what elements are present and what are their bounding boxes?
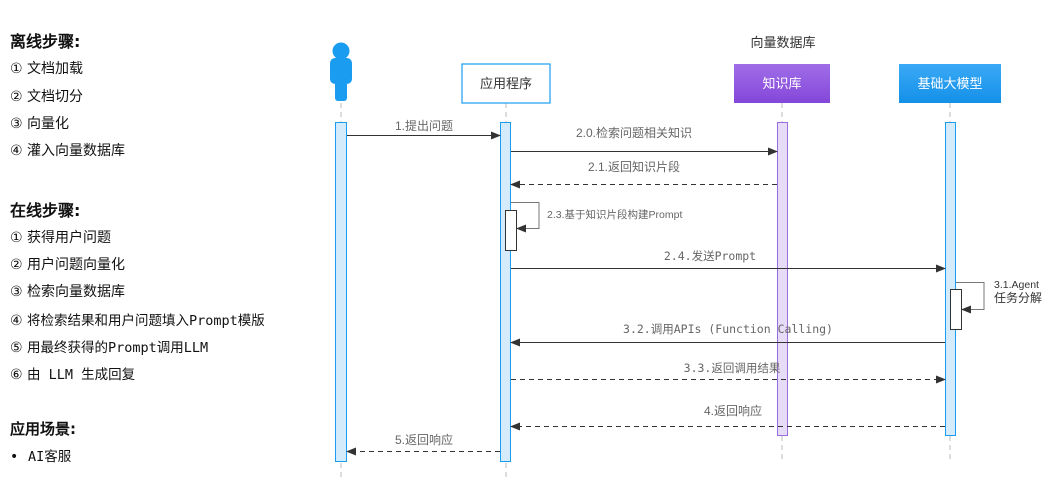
llm-self-activation [950,289,962,330]
message-2-3: 2.3.基于知识片段构建Prompt [511,202,682,233]
message-3-2-label: 3.2.调用APIs (Function Calling) [623,322,833,336]
scenario-item-text: AI客服 [28,449,72,465]
offline-step-2: ② 文档切分 [10,89,84,105]
step-number: ② [10,257,23,273]
online-step-4: ④ 将检索结果和用户问题填入Prompt模版 [10,309,265,329]
step-number: ① [10,230,23,246]
step-number: ⑥ [10,367,23,383]
message-3-3-label: 3.3.返回调用结果 [684,361,781,375]
scenario-title: 应用场景: [10,420,76,438]
step-number: ④ [10,313,23,329]
message-3-1: 3.1.Agent 任务分解 [956,279,1042,314]
kb-activation-bar [777,122,788,436]
message-3-1-arrow [956,282,985,314]
step-text: 将检索结果和用户问题填入Prompt模版 [27,313,265,329]
message-2-0: 2.0.检索问题相关知识 [511,125,778,156]
step-number: ③ [10,284,23,300]
step-text: 获得用户问题 [27,230,112,246]
llm-participant[interactable]: 基础大模型 [899,64,1001,103]
message-1: 1.提出问题 [347,118,501,140]
message-1-label: 1.提出问题 [395,118,453,133]
step-text: 用户问题向量化 [27,257,126,273]
kb-participant-label: 知识库 [762,76,801,91]
message-4-label: 4.返回响应 [704,403,762,418]
message-5: 5.返回响应 [346,432,500,456]
offline-steps-title: 离线步骤: [10,32,81,51]
app-activation-bar [500,122,511,462]
scenario-item: • AI客服 [10,445,71,465]
message-2-3-arrow [511,202,540,233]
offline-step-3: ③ 向量化 [10,116,70,132]
step-number: ⑤ [10,340,23,356]
message-5-label: 5.返回响应 [395,432,453,447]
app-participant-label: 应用程序 [480,76,532,91]
online-step-5: ⑤ 用最终获得的Prompt调用LLM [10,336,208,356]
online-step-3: ③ 检索向量数据库 [10,281,125,301]
llm-participant-label: 基础大模型 [917,76,982,91]
offline-step-1: ① 文档加载 [10,61,84,77]
llm-activation-bar [945,122,956,436]
message-3-1-label-line2: 任务分解 [994,290,1042,305]
message-2-1-label: 2.1.返回知识片段 [588,159,680,174]
bullet-icon: • [10,449,19,465]
message-2-4-label: 2.4.发送Prompt [664,249,756,263]
online-step-1: ① 获得用户问题 [10,227,111,247]
message-3-1-label: 3.1.Agent [994,279,1039,291]
online-step-2: ② 用户问题向量化 [10,254,125,274]
app-self-activation [505,210,517,251]
app-participant[interactable]: 应用程序 [461,63,551,104]
message-2-3-label: 2.3.基于知识片段构建Prompt [547,208,682,221]
message-4: 4.返回响应 [510,403,945,431]
vector-db-group-label: 向量数据库 [750,35,815,50]
message-2-0-label: 2.0.检索问题相关知识 [576,125,692,140]
message-2-1: 2.1.返回知识片段 [510,159,777,189]
user-activation-bar [335,122,347,462]
online-step-6: ⑥ 由 LLM 生成回复 [10,363,135,383]
message-3-2: 3.2.调用APIs (Function Calling) [510,322,945,347]
step-text: 检索向量数据库 [27,284,126,300]
offline-step-4: ④ 灌入向量数据库 [10,143,126,159]
user-icon [330,42,352,101]
online-steps-title: 在线步骤: [10,201,81,220]
step-text: 用最终获得的Prompt调用LLM [27,340,209,356]
message-2-4: 2.4.发送Prompt [511,249,946,273]
kb-participant[interactable]: 知识库 [734,64,830,103]
step-text: 由 LLM 生成回复 [27,367,136,383]
message-3-3: 3.3.返回调用结果 [511,361,946,384]
